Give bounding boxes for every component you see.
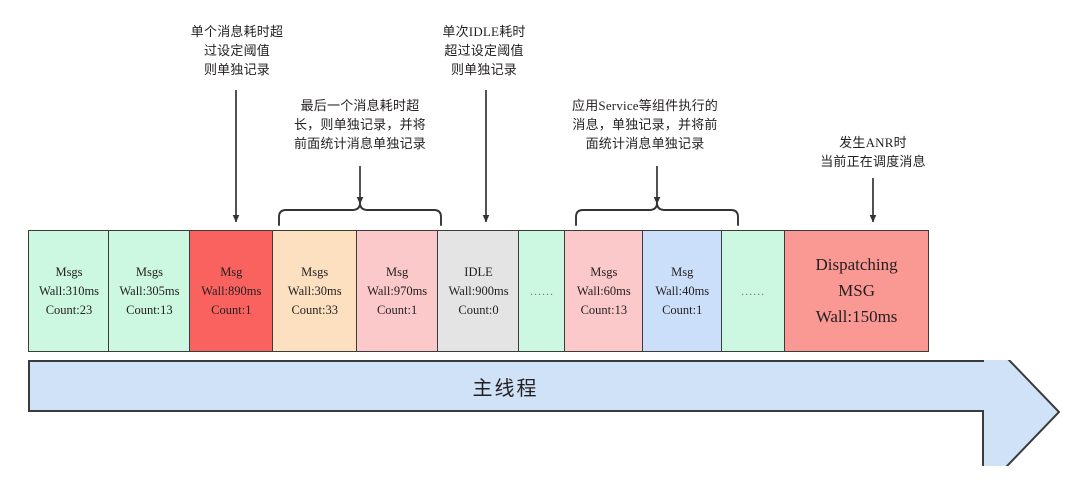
cell-text-line: Wall:310ms: [38, 283, 100, 298]
cell-text-line: Wall:40ms: [655, 283, 710, 298]
note-last-message-long: 最后一个消息耗时超 长，则单独记录，并将 前面统计消息单独记录: [293, 98, 426, 151]
cell-text-line: Wall:60ms: [576, 283, 631, 298]
cell-text-line: Count:33: [291, 302, 338, 317]
cell-text-line: Msgs: [590, 264, 618, 279]
cell-text-line: Count:0: [458, 302, 499, 317]
note-single-message-timeout: 单个消息耗时超 过设定阈值 则单独记录: [190, 24, 284, 77]
note-single-idle-timeout: 单次IDLE耗时 超过设定阈值 则单独记录: [442, 24, 526, 77]
cell-text-line: Msg: [220, 264, 243, 279]
cell-text-line: Wall:970ms: [367, 283, 428, 298]
cell-text-line: Wall:890ms: [201, 283, 262, 298]
note-service-component-message: 应用Service等组件执行的 消息，单独记录，并将前 面统计消息单独记录: [572, 98, 718, 151]
cell-text-line: Wall:900ms: [448, 283, 509, 298]
cell-text-line: IDLE: [464, 264, 493, 279]
cell-text-line: Count:13: [126, 302, 173, 317]
cell-text-line: Count:1: [662, 302, 703, 317]
note-anr-current-message: 发生ANR时 当前正在调度消息: [820, 135, 926, 169]
cell-text-line: Msg: [671, 264, 694, 279]
cell-text-line: Wall:150ms: [815, 307, 898, 326]
connector-brace-service-message: [575, 166, 739, 226]
cell-text-line: Count:13: [580, 302, 628, 317]
cell-text-line: Count:1: [376, 302, 418, 317]
cell-text-line: ......: [529, 283, 554, 298]
cell-text-line: Count:23: [45, 302, 93, 317]
cell-text-line: Count:1: [211, 302, 252, 317]
cell-text-line: Wall:30ms: [287, 283, 342, 298]
cell-gap-2: ......: [720, 230, 786, 352]
cell-text-line: MSG: [838, 281, 875, 300]
cell-text-line: Dispatching: [815, 255, 898, 274]
cell-text-line: Wall:305ms: [119, 283, 180, 298]
cell-text-line: Msg: [386, 264, 409, 279]
main-thread-arrow: [28, 360, 1060, 466]
connector-brace-last-message: [278, 166, 442, 226]
cell-text-line: Msgs: [55, 264, 83, 279]
cell-text-line: Msgs: [135, 264, 163, 279]
cell-gap-1: ......: [518, 230, 566, 352]
cell-text-line: Msgs: [301, 264, 329, 279]
cell-text-line: ......: [741, 283, 766, 298]
